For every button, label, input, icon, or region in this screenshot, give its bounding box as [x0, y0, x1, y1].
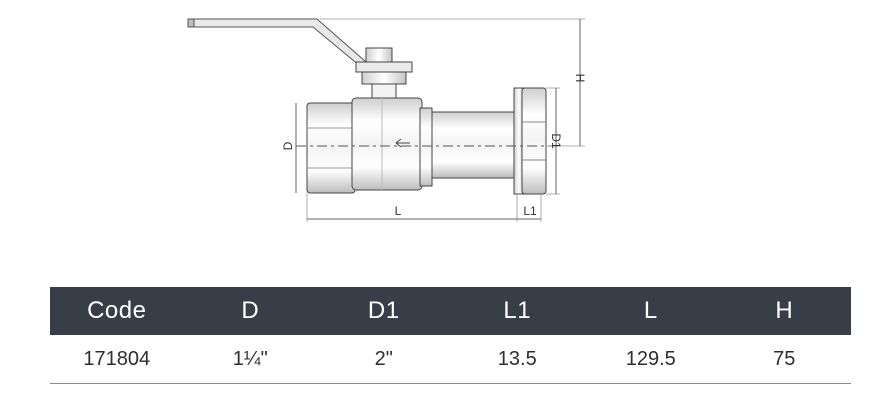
dimension-l1: L1 [517, 194, 542, 222]
header-d: D [183, 287, 317, 335]
cell-h: 75 [717, 335, 851, 384]
dim-label-h: H [573, 74, 587, 83]
tail-pipe [431, 111, 515, 179]
header-l1: L1 [450, 287, 584, 335]
dimension-l: L [306, 193, 518, 222]
dimension-d1: D1 [546, 87, 563, 195]
header-d1: D1 [317, 287, 451, 335]
cell-l: 129.5 [584, 335, 718, 384]
table-header-row: Code D D1 L1 L H [50, 287, 851, 335]
cell-code: 171804 [50, 335, 184, 384]
cell-d1: 2" [317, 335, 451, 384]
stem-nut [355, 47, 413, 99]
left-body-end [306, 102, 356, 194]
table-row: 171804 1¼" 2" 13.5 129.5 75 [50, 335, 851, 384]
header-l: L [584, 287, 718, 335]
header-h: H [717, 287, 851, 335]
dimension-h: H [320, 18, 587, 147]
dim-label-l1: L1 [523, 204, 537, 218]
cell-l1: 13.5 [450, 335, 584, 384]
union-nut [513, 87, 547, 195]
dimension-d: D [281, 103, 297, 193]
valve-technical-drawing: H D D1 L L1 [187, 18, 587, 222]
dim-label-d: D [281, 141, 295, 150]
lever-handle [187, 18, 367, 67]
dim-label-d1: D1 [549, 133, 563, 149]
cell-d: 1¼" [183, 335, 317, 384]
valve-body [351, 97, 433, 191]
header-code: Code [50, 287, 184, 335]
dim-label-l: L [395, 204, 402, 218]
spec-table: Code D D1 L1 L H 171804 1¼" 2" 13.5 129.… [50, 287, 851, 384]
